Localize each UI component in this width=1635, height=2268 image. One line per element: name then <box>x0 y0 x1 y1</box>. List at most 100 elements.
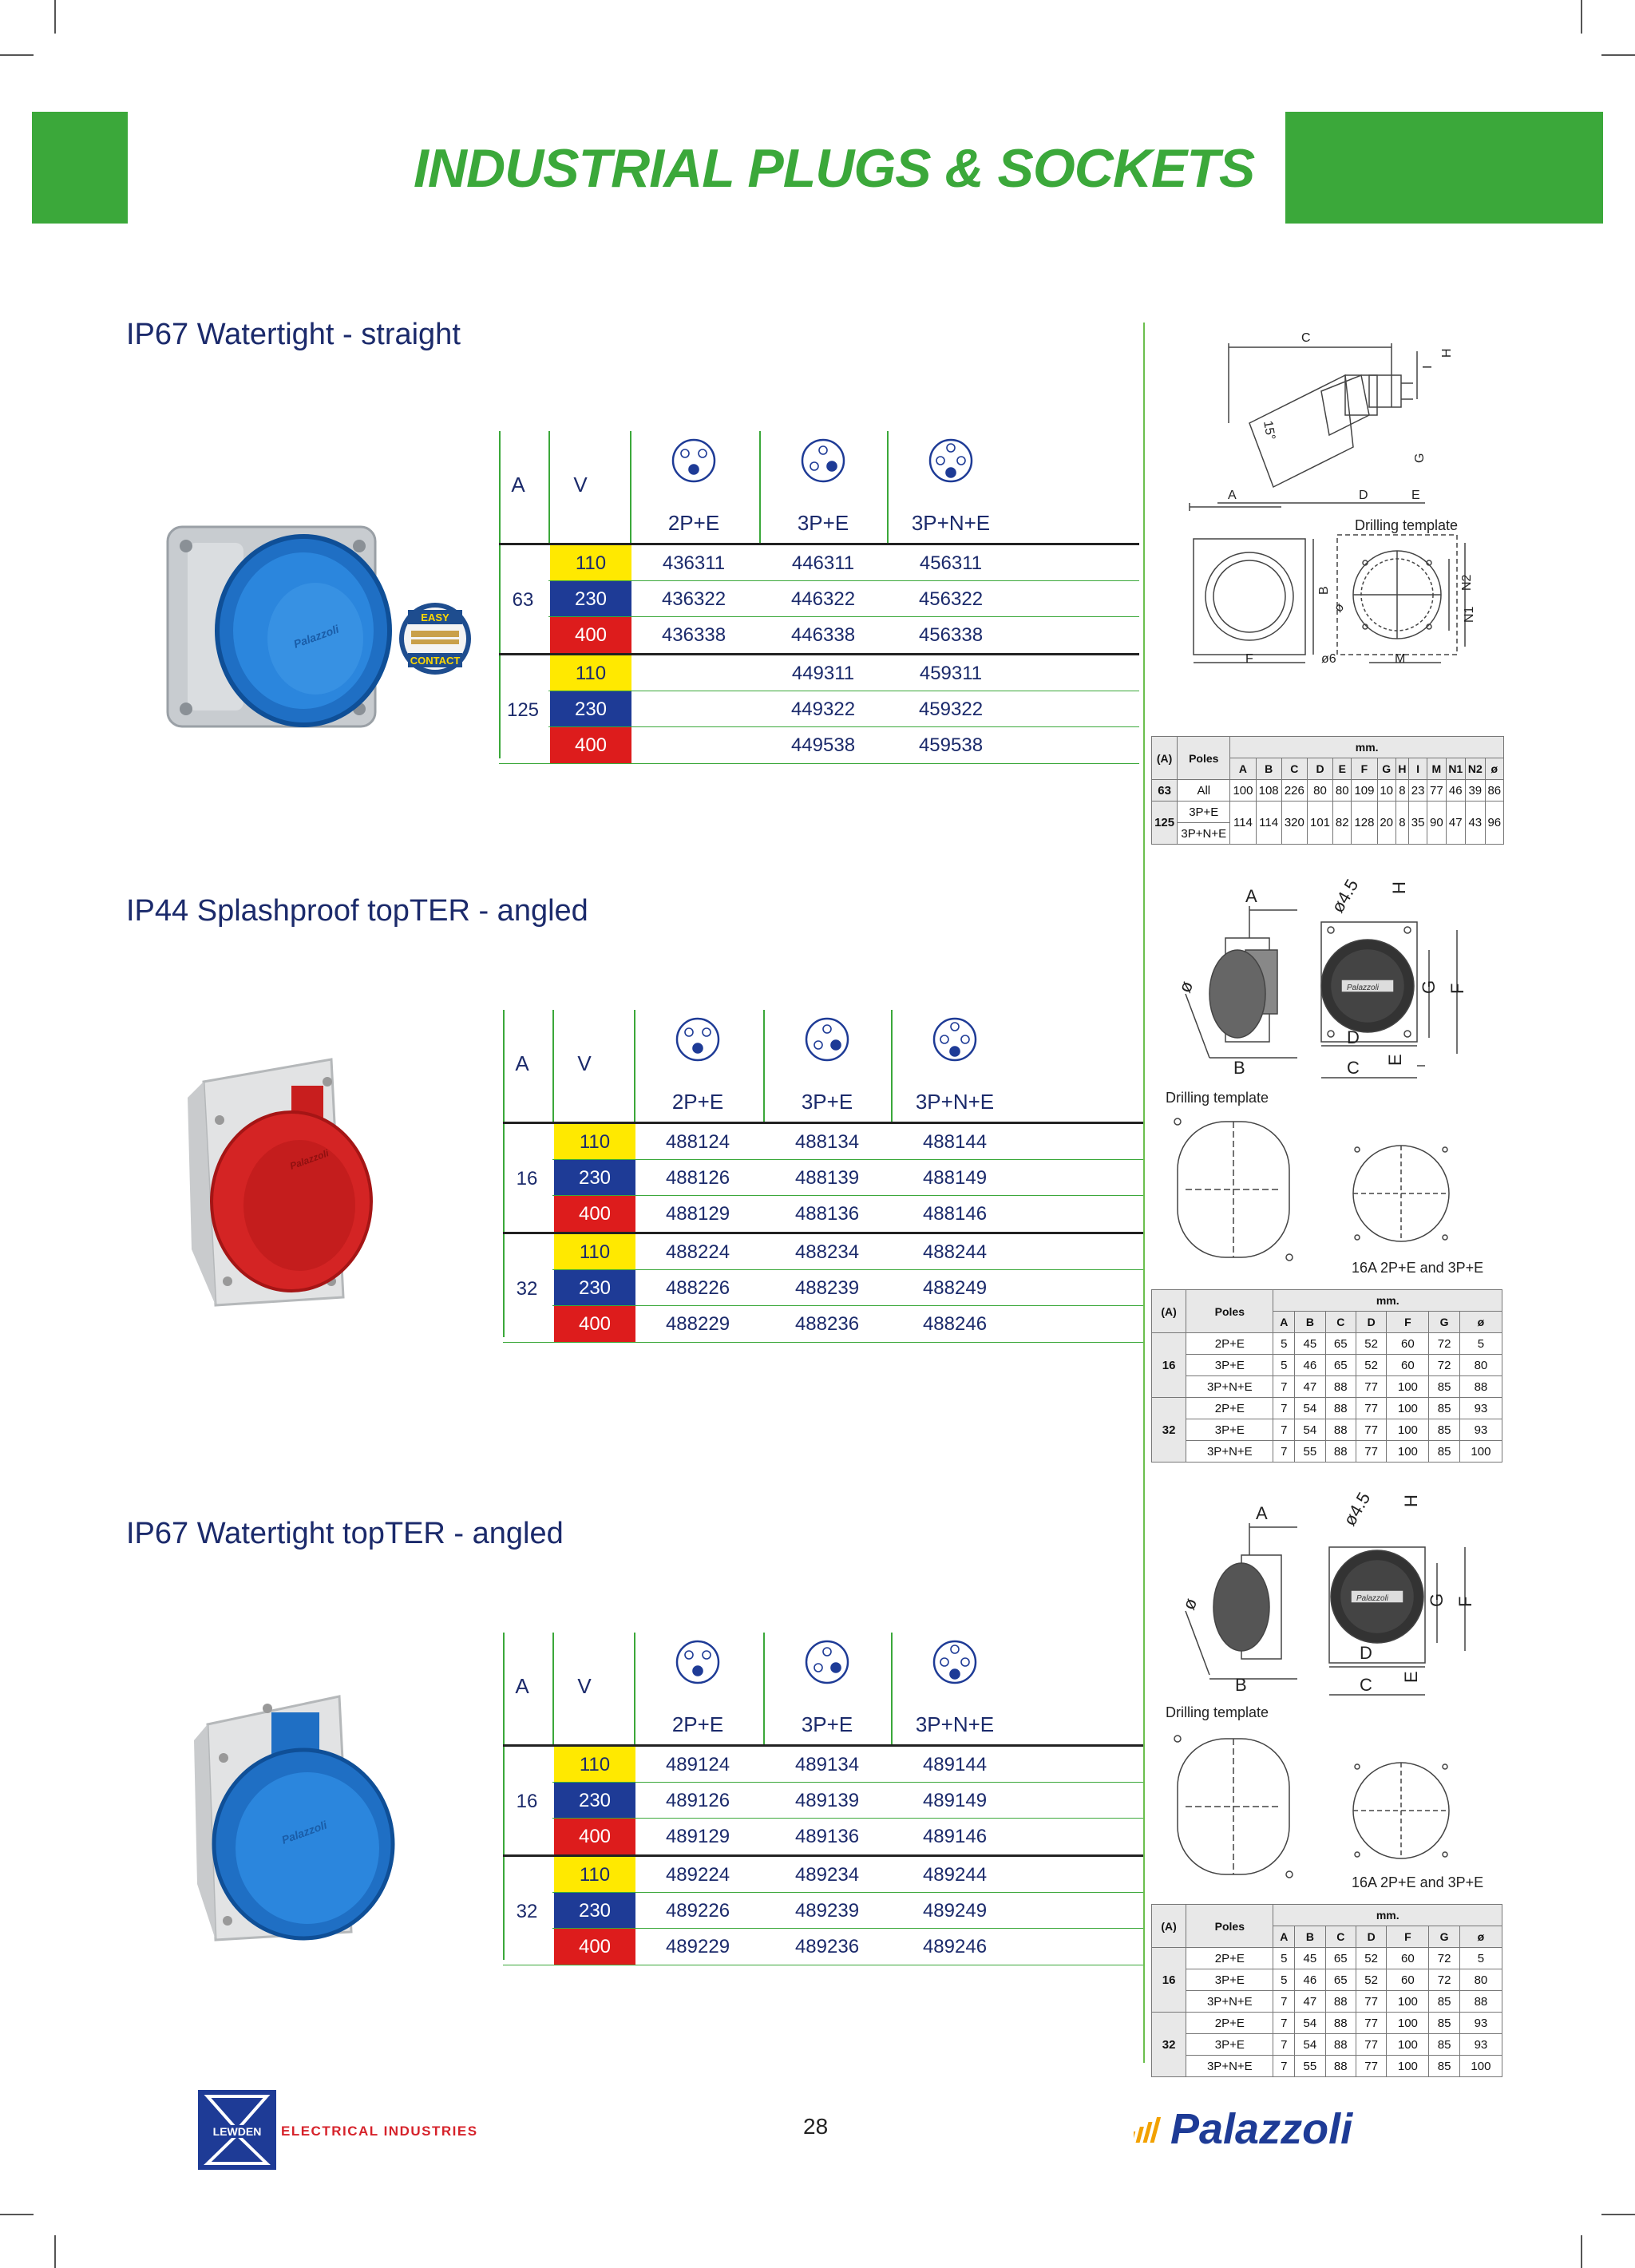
product-code: 459538 <box>918 734 984 756</box>
palazzoli-text: Palazzoli <box>1170 2105 1353 2153</box>
dim-poles: 3P+E <box>1177 801 1231 823</box>
row-rule <box>548 726 1139 727</box>
product-code: 488146 <box>922 1203 988 1225</box>
dim-cell: 5 <box>1273 1947 1296 1969</box>
socket-pinout-icon <box>675 1016 721 1063</box>
poles-header: Poles <box>1177 736 1231 780</box>
svg-text:F: F <box>1245 652 1253 666</box>
product-code: 488249 <box>922 1277 988 1299</box>
contact-badge-text: CONTACT <box>410 655 461 667</box>
socket-pinout-icon <box>671 437 717 484</box>
group-separator <box>499 653 1139 655</box>
dim-cell: 7 <box>1273 1440 1296 1463</box>
dim-cell: 88 <box>1459 1375 1503 1398</box>
dim-col-header: A <box>1273 1311 1296 1333</box>
product-code: 489229 <box>665 1936 730 1957</box>
group-separator <box>503 1854 1143 1857</box>
template-size-label: 16A 2P+E and 3P+E <box>1352 1874 1484 1890</box>
header-column-rule <box>891 1010 893 1122</box>
dim-cell: 82 <box>1332 801 1352 845</box>
column-divider <box>1143 323 1145 2063</box>
pole-config-label: 3P+E <box>797 511 849 535</box>
svg-text:G: G <box>1427 1593 1447 1607</box>
template-size-label: 16A 2P+E and 3P+E <box>1352 1260 1484 1276</box>
easy-badge-text: EASY <box>421 612 449 623</box>
col-header-volts: V <box>573 473 588 497</box>
drilling-template-label: Drilling template <box>1166 1090 1269 1106</box>
dim-cell: 35 <box>1407 801 1428 845</box>
dim-cell: 96 <box>1484 801 1505 845</box>
table-left-border <box>503 1010 505 1337</box>
svg-text:H: H <box>1440 348 1454 358</box>
dim-col-header: C <box>1324 1926 1356 1948</box>
amp-header: (A) <box>1150 736 1178 780</box>
dim-cell: 5 <box>1273 1969 1296 1991</box>
dim-cell: 77 <box>1355 2055 1388 2077</box>
row-rule <box>552 1305 1143 1306</box>
dim-cell: 80 <box>1459 1969 1503 1991</box>
dim-cell: 45 <box>1294 1332 1326 1355</box>
product-code: 449538 <box>790 734 856 756</box>
dim-col-header: C <box>1324 1311 1356 1333</box>
dim-cell: 52 <box>1355 1947 1388 1969</box>
product-photo-ip67-angled: Palazzoli <box>180 1684 395 1948</box>
socket-pinout-icon <box>804 1016 850 1063</box>
svg-text:H: H <box>1389 881 1409 894</box>
col-header-volts: V <box>577 1051 592 1075</box>
svg-text:D: D <box>1360 1643 1372 1663</box>
dim-cell: 88 <box>1324 1419 1356 1441</box>
dim-cell: 77 <box>1355 1440 1388 1463</box>
dim-amps: 16 <box>1150 1332 1187 1398</box>
dim-cell: 100 <box>1386 2012 1430 2034</box>
dim-cell: 85 <box>1428 1990 1460 2013</box>
header-column-rule <box>552 1633 554 1744</box>
drilling-template-label: Drilling template <box>1355 517 1459 533</box>
lewden-text: ELECTRICAL INDUSTRIES <box>281 2124 478 2139</box>
unit-header: mm. <box>1229 736 1504 758</box>
dim-amps: 16 <box>1150 1947 1187 2013</box>
voltage-cell: 110 <box>554 1747 635 1783</box>
dim-cell: 100 <box>1386 1440 1430 1463</box>
dim-col-header: E <box>1332 758 1352 780</box>
product-code: 488134 <box>794 1131 860 1153</box>
dim-cell: 85 <box>1428 1375 1460 1398</box>
dim-cell: 88 <box>1324 2012 1356 2034</box>
voltage-cell: 110 <box>554 1857 635 1893</box>
voltage-cell: 230 <box>550 691 631 727</box>
dim-cell: 60 <box>1386 1332 1430 1355</box>
drilling-template-label: Drilling template <box>1166 1704 1269 1720</box>
voltage-cell: 110 <box>550 655 631 691</box>
palazzoli-logo: Palazzoli <box>1128 2100 1445 2155</box>
table-row: 400 449538 459538 <box>499 727 1139 763</box>
dim-amps: 125 <box>1150 801 1178 845</box>
page-number: 28 <box>803 2114 829 2139</box>
socket-pinout-icon <box>800 437 846 484</box>
product-code: 489239 <box>794 1900 860 1922</box>
product-photo-ip44-angled: Palazzoli <box>172 1050 379 1309</box>
voltage-cell: 400 <box>554 1196 635 1232</box>
svg-text:ø: ø <box>1174 979 1197 995</box>
dim-col-header: A <box>1273 1926 1296 1948</box>
product-code: 488229 <box>665 1313 730 1335</box>
product-code: 489236 <box>794 1936 860 1957</box>
dim-cell: 52 <box>1355 1969 1388 1991</box>
voltage-cell: 400 <box>550 727 631 763</box>
dim-cell: 72 <box>1428 1969 1460 1991</box>
crop-mark <box>1581 2235 1582 2268</box>
amp-header: (A) <box>1150 1289 1187 1333</box>
product-code: 489144 <box>922 1754 988 1775</box>
dim-cell: 100 <box>1229 779 1257 802</box>
product-code: 456322 <box>918 588 984 610</box>
